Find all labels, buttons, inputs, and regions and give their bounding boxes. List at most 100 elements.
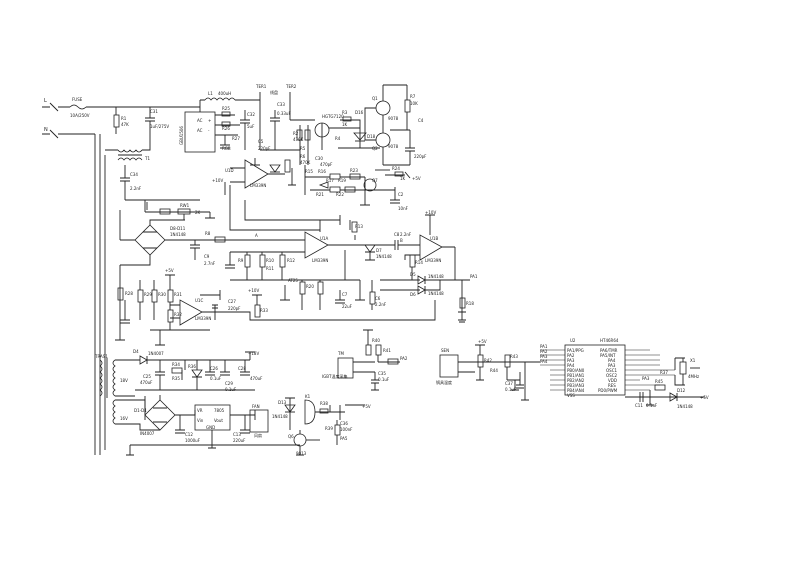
label-c12: C12 xyxy=(185,432,193,437)
label-node-b: B xyxy=(400,238,403,243)
mcu-pin-left-1: PA1/PPG xyxy=(567,348,584,353)
label-u1d: U1D xyxy=(225,168,234,173)
label-c7: C7 xyxy=(342,292,348,297)
label-c30-value: 470pF xyxy=(320,162,333,167)
label-r23: R23 xyxy=(350,168,358,173)
label-r22: R22 xyxy=(336,192,344,197)
label-r45: R45 xyxy=(655,379,663,384)
label-c26-value: 0.1uF xyxy=(210,376,222,381)
label-r6-value: 470K xyxy=(300,160,311,165)
label-r13: R13 xyxy=(355,224,363,229)
label-N: N xyxy=(44,127,48,133)
label-q6-part: 9013 xyxy=(296,451,307,456)
label-r12: R12 xyxy=(287,258,295,263)
mcu-pin-left-5: PB0/AN0 xyxy=(567,368,585,373)
label-mcu: U2 xyxy=(570,338,576,343)
label-c35: C35 xyxy=(378,371,386,376)
label-q2: Q2 xyxy=(372,146,378,151)
label-pa1: PA1 xyxy=(470,274,478,279)
label-r18: R18 xyxy=(466,301,474,306)
label-r32: R32 xyxy=(174,312,182,317)
label-r41: R41 xyxy=(383,348,391,353)
label-c12-value: 1000uF xyxy=(185,438,201,443)
label-r26: R26 xyxy=(222,126,230,131)
label-r40: R40 xyxy=(372,338,380,343)
label-r33: R33 xyxy=(260,308,268,313)
label-r39: R39 xyxy=(325,426,333,431)
label-mcu-pa4: PA4 xyxy=(540,359,548,364)
label-c34-value: 2.2nF xyxy=(130,186,142,191)
control-lower xyxy=(115,247,470,346)
label-c11-value: 0.1uF xyxy=(646,403,658,408)
label-q7: Q7 xyxy=(372,178,378,183)
mcu-pin-right-8: RES xyxy=(608,383,616,388)
label-c8: C8 xyxy=(394,232,400,237)
label-r1-value: 47K xyxy=(121,122,129,127)
label-plus10v: +10V xyxy=(212,178,223,183)
label-d6-part: 1N4148 xyxy=(428,291,444,296)
label-r43: R43 xyxy=(510,354,518,359)
label-buzzer: PA3 xyxy=(642,376,650,381)
label-d16: D16 xyxy=(355,110,364,115)
mcu-pin-right-1: PA6/TMR xyxy=(600,348,618,353)
label-tras1: TRAS1 xyxy=(94,354,108,359)
label-q1: Q1 xyxy=(372,96,378,101)
label-r9: R9 xyxy=(238,258,244,263)
label-xtal: X1 xyxy=(690,358,696,363)
label-u1c-part: LM339N xyxy=(195,316,211,321)
label-mcu-part: HT46R64 xyxy=(600,338,619,343)
mcu-pin-right-7: VDD xyxy=(608,378,617,383)
mcu-pin-left-9: PB4/AN4 xyxy=(567,388,585,393)
label-d7: D7 xyxy=(376,248,382,253)
mcu-pin-left-3: PA3 xyxy=(567,358,575,363)
label-c2-value: 10nF xyxy=(398,206,409,211)
label-c6: C6 xyxy=(375,296,381,301)
label-plus10v-c: +10V xyxy=(248,288,259,293)
label-q6: Q6 xyxy=(288,434,294,439)
label-r36: R36 xyxy=(188,364,196,369)
mcu-pin-left-6: PB1/AN1 xyxy=(567,373,585,378)
mcu-pin-left-2: PA2 xyxy=(567,353,575,358)
label-plus5v-a: +5V xyxy=(412,176,421,181)
label-r38: R38 xyxy=(320,401,328,406)
label-bridge: GBU1506 xyxy=(179,126,184,145)
label-c6-value: 2.2nF xyxy=(375,302,387,307)
label-mcu-pa3: PA3 xyxy=(540,354,548,359)
label-d1-part: IN4007 xyxy=(140,431,155,436)
label-c37-value: 0.1uF xyxy=(505,387,517,392)
label-bridge-ac2: AC xyxy=(197,128,203,133)
ground-symbols xyxy=(146,202,466,449)
label-c27: C27 xyxy=(228,299,236,304)
label-r29: R29 xyxy=(144,292,152,297)
label-d4: D4 xyxy=(133,349,139,354)
mcu-pin-left-10: VSS xyxy=(567,393,575,398)
control-middle xyxy=(119,185,455,281)
label-c30: C30 xyxy=(315,156,323,161)
label-plus5v-c: +5V xyxy=(362,404,371,409)
label-d8-d11: D8-D11 xyxy=(170,226,186,231)
label-c36-value: 100nF xyxy=(340,427,353,432)
label-vr: VR xyxy=(197,408,203,413)
label-reg-gnd: GND xyxy=(206,425,215,430)
label-u1a-part: LM339N xyxy=(312,258,328,263)
label-xtal-value: 4MHz xyxy=(688,374,699,379)
mcu-block xyxy=(540,344,705,406)
label-r34: R34 xyxy=(172,362,180,367)
label-d13-part: 1N4148 xyxy=(272,414,288,419)
label-r2-value: 470K xyxy=(293,137,304,142)
label-c29: C29 xyxy=(225,381,233,386)
label-mcu-pa2: PA2 xyxy=(540,349,548,354)
label-c25: C25 xyxy=(143,374,151,379)
label-r20: R20 xyxy=(306,284,314,289)
label-bridge-plus: + xyxy=(208,118,211,123)
power-supply xyxy=(99,351,365,456)
label-r21: R21 xyxy=(316,192,324,197)
label-reg: 7805 xyxy=(214,408,225,413)
label-relay: K1 xyxy=(305,394,311,399)
mcu-pin-left-8: PB3/AN3 xyxy=(567,383,585,388)
label-r16: R16 xyxy=(318,169,326,174)
label-c28: C28 xyxy=(238,366,246,371)
power-stage xyxy=(215,84,415,206)
label-d1-d4: D1-D4 xyxy=(134,408,147,413)
